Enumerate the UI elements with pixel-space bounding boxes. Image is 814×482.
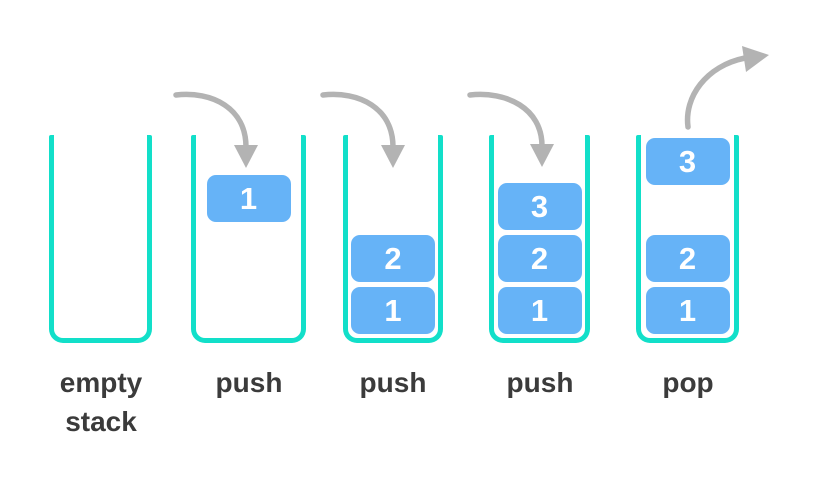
pop-arrow-icon [684,46,769,130]
stack-item: 3 [497,183,582,230]
stack-item: 2 [645,235,730,282]
stack-container-push3: 3 2 1 [489,135,590,343]
stack-item: 1 [206,175,291,222]
pop-arrow-shaft [684,55,748,130]
stack-container-empty [49,135,152,343]
stack-label-push: push [215,367,283,398]
stack-item: 1 [645,287,730,334]
stack-label-pop: pop [662,367,714,398]
stack-label-push: push [506,367,574,398]
pop-arrow-head [742,46,769,72]
stack-item: 2 [497,235,582,282]
stack-container-pop: 3 2 1 [636,135,739,343]
stack-container-push2: 2 1 [343,135,443,343]
stack-container-push1: 1 [191,135,306,343]
stack-item: 2 [351,235,435,282]
stack-item: 1 [351,287,435,334]
stack-label-empty-stack: empty stack [59,367,143,438]
stack-item: 1 [497,287,582,334]
stack-item-popping: 3 [645,138,730,185]
stack-label-push: push [359,367,427,398]
